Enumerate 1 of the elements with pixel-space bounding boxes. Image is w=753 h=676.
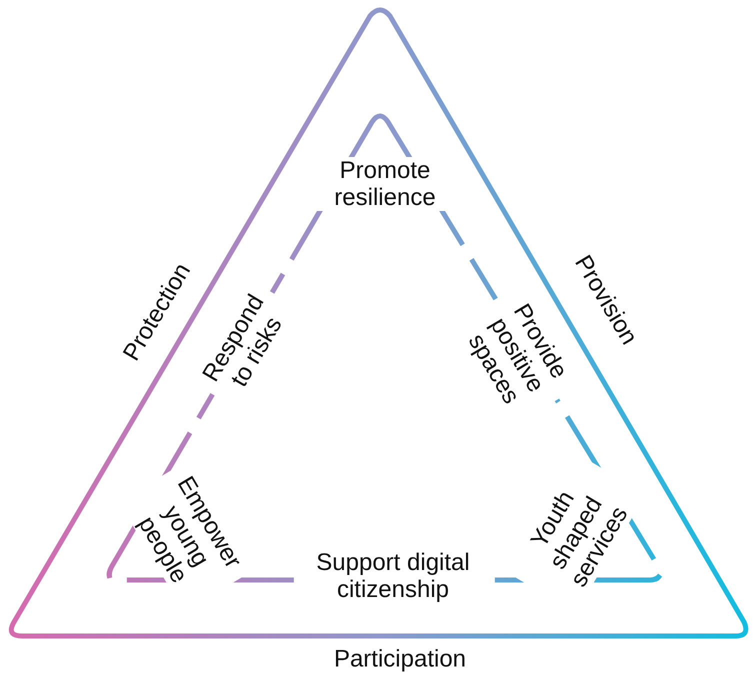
side-label: Participation: [332, 646, 468, 672]
